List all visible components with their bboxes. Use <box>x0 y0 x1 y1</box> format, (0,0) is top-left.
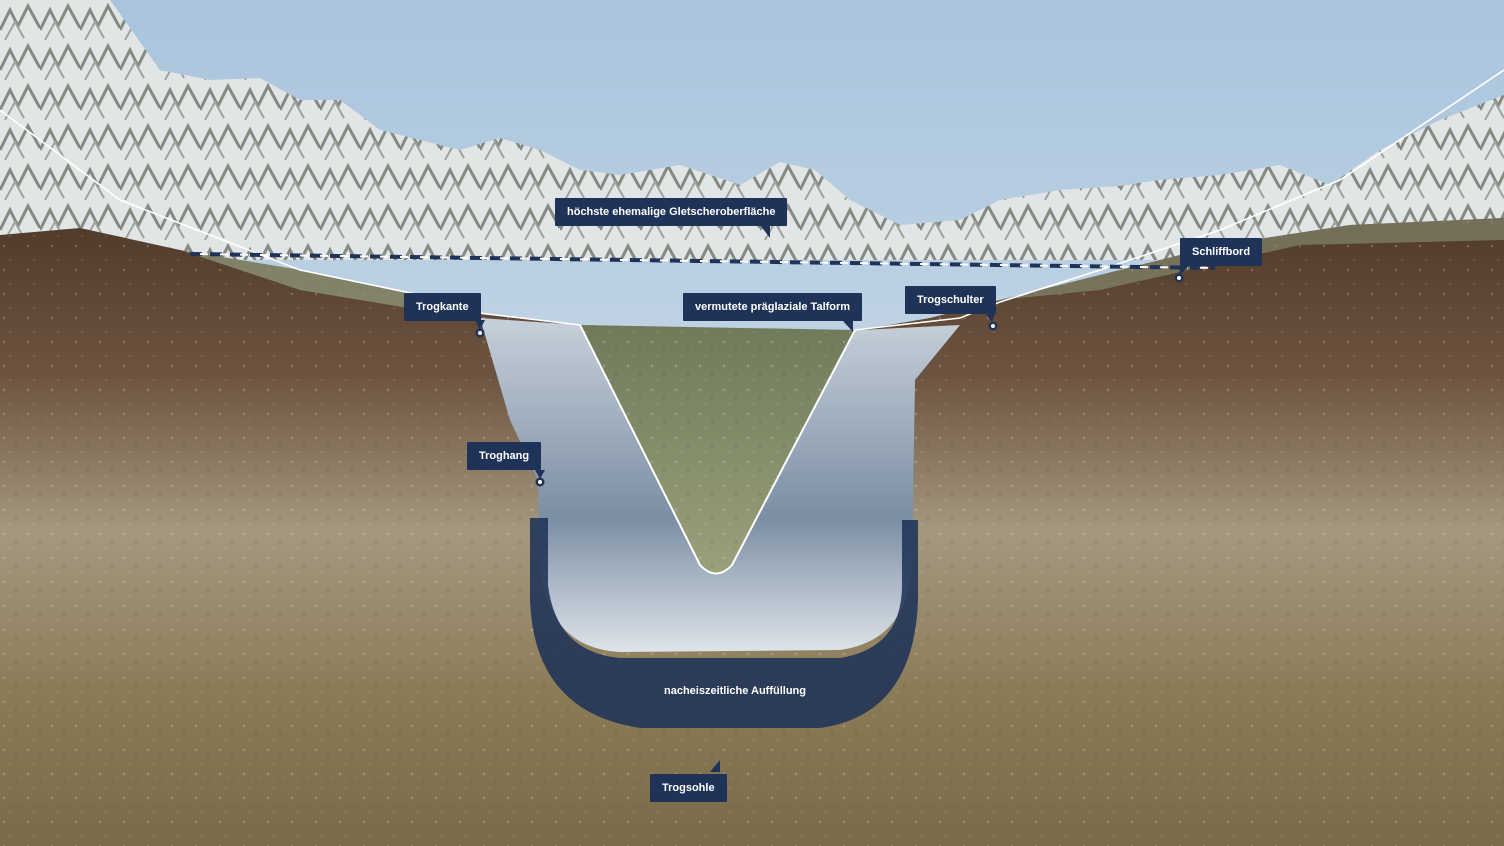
label-preglacial-valley: vermutete präglaziale Talform <box>683 293 863 321</box>
label-trogkante: Trogkante <box>404 293 481 321</box>
label-schliffbord: Schliffbord <box>1180 238 1263 266</box>
label-postglacial-fill: nacheiszeitliche Auffüllung <box>664 685 806 697</box>
marker-trogkante <box>475 328 485 338</box>
marker-trogschulter <box>988 321 998 331</box>
label-trogschulter: Trogschulter <box>905 286 996 314</box>
marker-troghang <box>535 477 545 487</box>
label-glacier-surface: höchste ehemalige Gletscheroberfläche <box>555 198 788 226</box>
label-trogsohle: Trogsohle <box>650 774 727 802</box>
marker-schliffbord <box>1174 273 1184 283</box>
label-troghang: Troghang <box>467 442 542 470</box>
